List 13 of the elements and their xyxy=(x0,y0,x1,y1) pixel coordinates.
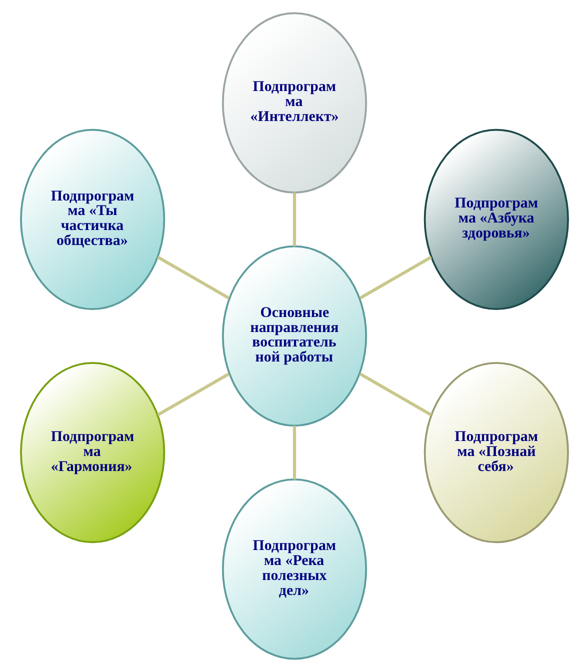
connector xyxy=(156,256,230,300)
node-ellipse: Основные направления воспитатель ной работы xyxy=(221,245,367,427)
connector xyxy=(292,192,296,246)
node-ellipse: Подпрограм ма «Интеллект» xyxy=(221,12,367,194)
connector xyxy=(358,372,432,416)
node-ellipse: Подпрограм ма «Ты частичка общества» xyxy=(20,128,165,310)
connector xyxy=(156,372,230,416)
node-ellipse: Подпрограм ма «Гармония» xyxy=(20,362,165,544)
node-ellipse: Подпрограм ма «Познай себя» xyxy=(423,362,568,544)
connector xyxy=(292,426,296,480)
node-ellipse: Подпрограм ма «Река полезных дел» xyxy=(221,478,367,660)
node-ellipse: Подпрограм ма «Азбука здоровья» xyxy=(423,128,568,310)
connector xyxy=(358,256,432,300)
